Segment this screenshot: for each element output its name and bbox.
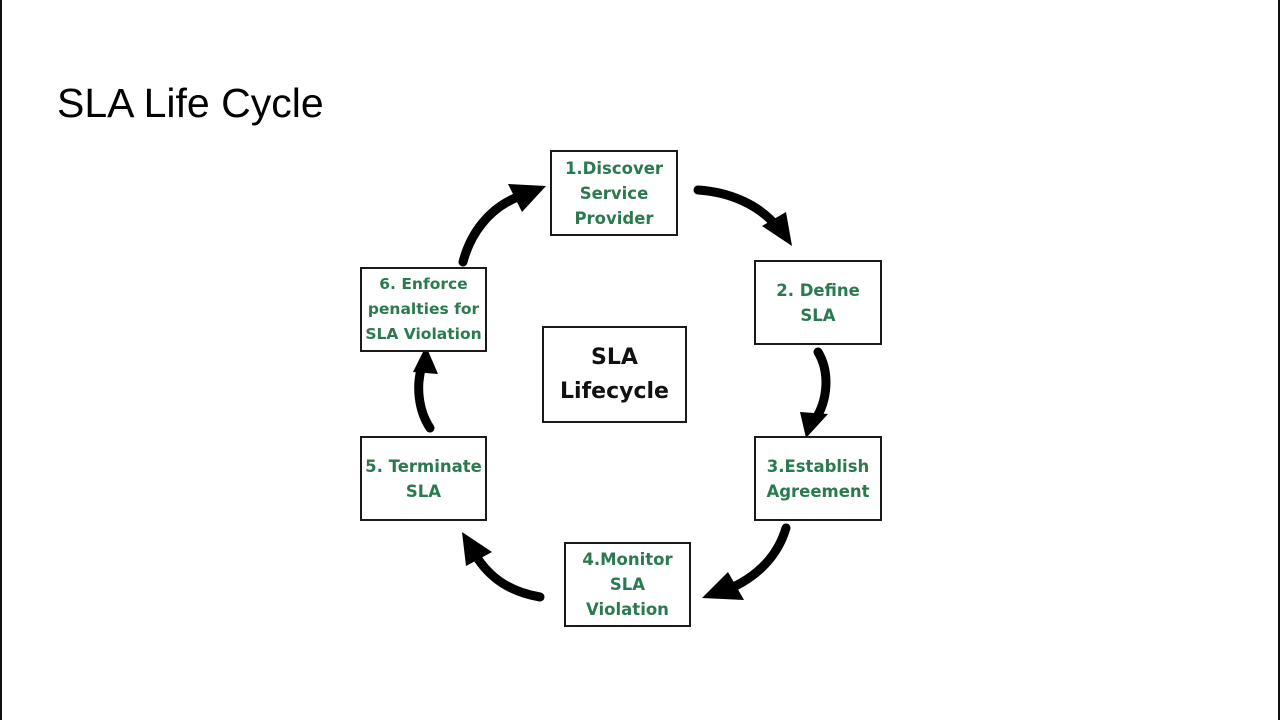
arrow-6-to-1: [458, 191, 525, 267]
step-box-define-sla: 2. Define SLA: [754, 260, 882, 345]
step-box-enforce-penalties: 6. Enforce penalties for SLA Violation: [360, 267, 487, 352]
step-5-label: 5. Terminate SLA: [365, 456, 482, 501]
step-4-label: 4.Monitor SLA Violation: [582, 550, 673, 619]
arrow-5-to-6: [414, 361, 435, 433]
step-3-label: 3.Establish Agreement: [766, 456, 870, 501]
slide-title: SLA Life Cycle: [57, 80, 324, 126]
arrowhead-1-to-2: [762, 212, 792, 246]
step-box-monitor-sla-violation: 4.Monitor SLA Violation: [564, 542, 691, 627]
arrow-2-to-3: [810, 347, 831, 425]
step-box-discover-service-provider: 1.Discover Service Provider: [550, 150, 678, 236]
step-2-label: 2. Define SLA: [776, 280, 860, 325]
center-box-sla-lifecycle: SLA Lifecycle: [542, 326, 687, 423]
step-box-establish-agreement: 3.Establish Agreement: [754, 436, 882, 521]
arrow-1-to-2: [693, 185, 783, 233]
arrowhead-6-to-1: [508, 184, 546, 212]
arrowhead-3-to-4: [702, 572, 744, 600]
step-box-terminate-sla: 5. Terminate SLA: [360, 436, 487, 521]
arrow-3-to-4: [717, 523, 791, 597]
arrowhead-4-to-5: [462, 532, 492, 566]
step-1-label: 1.Discover Service Provider: [564, 158, 664, 228]
step-6-label: 6. Enforce penalties for SLA Violation: [365, 275, 482, 343]
slide-border-left: [0, 0, 2, 720]
center-label: SLA Lifecycle: [560, 344, 669, 404]
arrow-4-to-5: [471, 551, 545, 602]
arrowhead-2-to-3: [800, 412, 828, 438]
slide-border-right: [1278, 0, 1280, 720]
